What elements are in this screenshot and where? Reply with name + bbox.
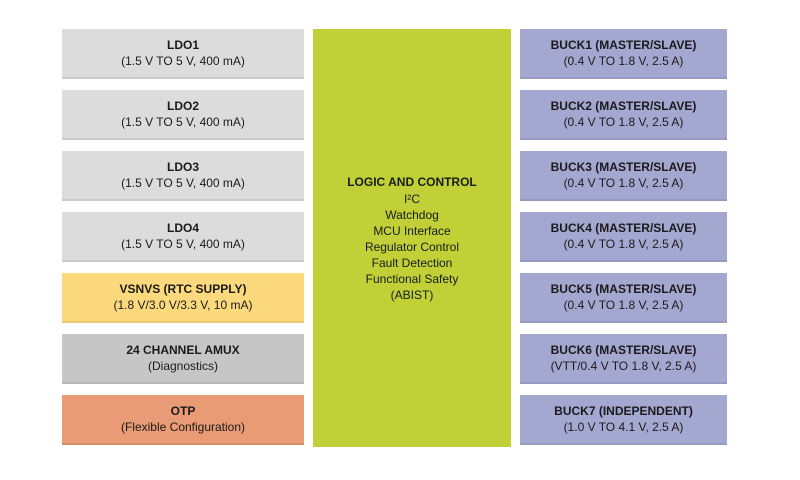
buck7-block: BUCK7 (INDEPENDENT) (1.0 V TO 4.1 V, 2.5… bbox=[520, 395, 727, 445]
buck3-block: BUCK3 (MASTER/SLAVE) (0.4 V TO 1.8 V, 2.… bbox=[520, 151, 727, 201]
ldo1-spec: (1.5 V TO 5 V, 400 mA) bbox=[121, 54, 245, 68]
buck1-spec: (0.4 V TO 1.8 V, 2.5 A) bbox=[563, 54, 684, 68]
buck6-spec: (VTT/0.4 V TO 1.8 V, 2.5 A) bbox=[550, 359, 697, 373]
ldo3-block: LDO3 (1.5 V TO 5 V, 400 mA) bbox=[62, 151, 304, 201]
buck2-spec: (0.4 V TO 1.8 V, 2.5 A) bbox=[563, 115, 684, 129]
buck7-title: BUCK7 (INDEPENDENT) bbox=[554, 404, 693, 418]
ldo4-title: LDO4 bbox=[166, 221, 199, 235]
amux-title: 24 CHANNEL AMUX bbox=[126, 343, 240, 357]
logic-item-fault-detection: Fault Detection bbox=[371, 255, 453, 270]
buck3-spec: (0.4 V TO 1.8 V, 2.5 A) bbox=[563, 176, 684, 190]
logic-control-title: LOGIC AND CONTROL bbox=[347, 174, 477, 189]
logic-item-functional-safety: Functional Safety bbox=[365, 271, 459, 286]
ldo1-title: LDO1 bbox=[166, 38, 199, 52]
ldo4-spec: (1.5 V TO 5 V, 400 mA) bbox=[121, 237, 245, 251]
ldo3-spec: (1.5 V TO 5 V, 400 mA) bbox=[121, 176, 245, 190]
buck4-block: BUCK4 (MASTER/SLAVE) (0.4 V TO 1.8 V, 2.… bbox=[520, 212, 727, 262]
ldo2-title: LDO2 bbox=[166, 99, 199, 113]
logic-item-i2c: I²C bbox=[404, 191, 420, 206]
logic-item-regulator-control: Regulator Control bbox=[364, 239, 460, 254]
vsnvs-title: VSNVS (RTC SUPPLY) bbox=[119, 282, 247, 296]
otp-title: OTP bbox=[170, 404, 196, 418]
ldo2-block: LDO2 (1.5 V TO 5 V, 400 mA) bbox=[62, 90, 304, 140]
amux-block: 24 CHANNEL AMUX (Diagnostics) bbox=[62, 334, 304, 384]
ldo1-block: LDO1 (1.5 V TO 5 V, 400 mA) bbox=[62, 29, 304, 79]
buck3-title: BUCK3 (MASTER/SLAVE) bbox=[550, 160, 697, 174]
buck5-block: BUCK5 (MASTER/SLAVE) (0.4 V TO 1.8 V, 2.… bbox=[520, 273, 727, 323]
buck6-title: BUCK6 (MASTER/SLAVE) bbox=[550, 343, 697, 357]
buck6-block: BUCK6 (MASTER/SLAVE) (VTT/0.4 V TO 1.8 V… bbox=[520, 334, 727, 384]
logic-item-mcu-interface: MCU Interface bbox=[373, 223, 451, 238]
buck1-block: BUCK1 (MASTER/SLAVE) (0.4 V TO 1.8 V, 2.… bbox=[520, 29, 727, 79]
buck4-spec: (0.4 V TO 1.8 V, 2.5 A) bbox=[563, 237, 684, 251]
vsnvs-block: VSNVS (RTC SUPPLY) (1.8 V/3.0 V/3.3 V, 1… bbox=[62, 273, 304, 323]
buck7-spec: (1.0 V TO 4.1 V, 2.5 A) bbox=[563, 420, 684, 434]
otp-spec: (Flexible Configuration) bbox=[120, 420, 246, 434]
buck2-title: BUCK2 (MASTER/SLAVE) bbox=[550, 99, 697, 113]
buck1-title: BUCK1 (MASTER/SLAVE) bbox=[550, 38, 697, 52]
otp-block: OTP (Flexible Configuration) bbox=[62, 395, 304, 445]
logic-item-abist: (ABIST) bbox=[390, 287, 434, 302]
vsnvs-spec: (1.8 V/3.0 V/3.3 V, 10 mA) bbox=[113, 298, 253, 312]
ldo2-spec: (1.5 V TO 5 V, 400 mA) bbox=[121, 115, 245, 129]
buck5-spec: (0.4 V TO 1.8 V, 2.5 A) bbox=[563, 298, 684, 312]
ldo4-block: LDO4 (1.5 V TO 5 V, 400 mA) bbox=[62, 212, 304, 262]
logic-item-watchdog: Watchdog bbox=[385, 207, 439, 222]
buck5-title: BUCK5 (MASTER/SLAVE) bbox=[550, 282, 697, 296]
ldo3-title: LDO3 bbox=[166, 160, 199, 174]
amux-spec: (Diagnostics) bbox=[147, 359, 219, 373]
buck4-title: BUCK4 (MASTER/SLAVE) bbox=[550, 221, 697, 235]
logic-control-block: LOGIC AND CONTROL I²C Watchdog MCU Inter… bbox=[313, 29, 511, 447]
buck2-block: BUCK2 (MASTER/SLAVE) (0.4 V TO 1.8 V, 2.… bbox=[520, 90, 727, 140]
